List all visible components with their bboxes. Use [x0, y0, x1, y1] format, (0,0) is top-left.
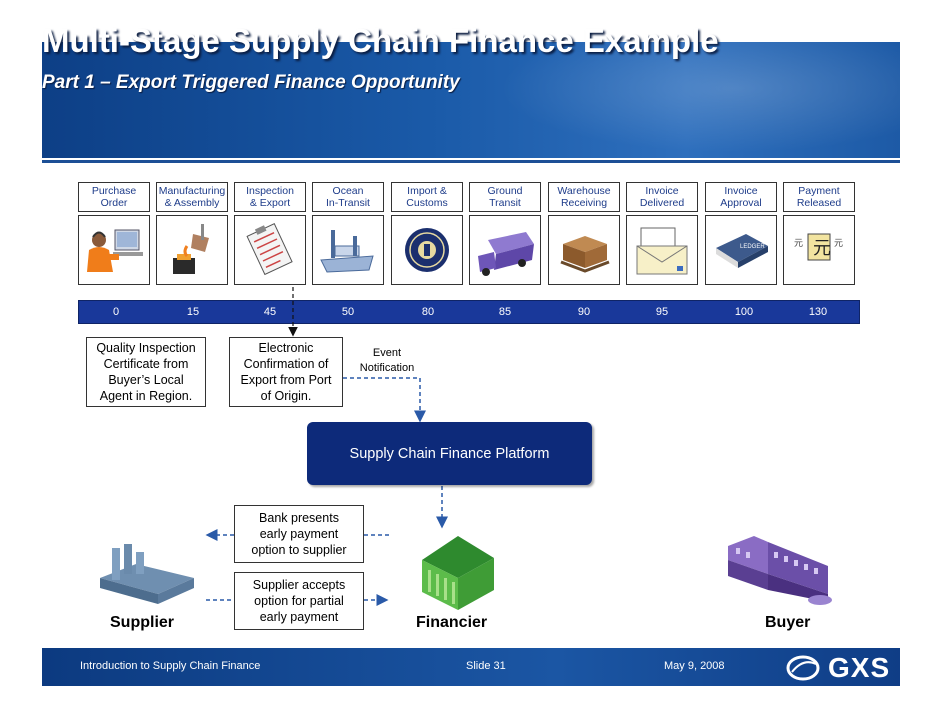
gxs-logo-swirl-icon: [786, 655, 820, 681]
quality-inspection-note: Quality Inspection Certificate from Buye…: [86, 337, 206, 407]
timeline-tick: 130: [808, 306, 828, 318]
slide-subtitle: Part 1 – Export Triggered Finance Opport…: [42, 72, 460, 93]
yuan-coins-icon: 元元元: [783, 215, 855, 285]
ledger-book-icon: LEDGER: [705, 215, 777, 285]
stage-label-invoice-approval: Invoice Approval: [705, 182, 777, 212]
buyer-label: Buyer: [765, 614, 811, 631]
stage-label-import: Import & Customs: [391, 182, 463, 212]
supplier-factory-icon: [100, 544, 194, 604]
call-center-agent-icon: [78, 215, 150, 285]
footer-bar: [42, 648, 900, 686]
title-banner: [42, 42, 900, 158]
stage-label-invoice-delivered: Invoice Delivered: [626, 182, 698, 212]
bank-presents-note: Bank presents early payment option to su…: [234, 505, 364, 563]
supplier-label: Supplier: [110, 614, 175, 631]
envelope-icon: [626, 215, 698, 285]
timeline-tick: 95: [655, 306, 669, 318]
stage-label-ocean: Ocean In-Transit: [312, 182, 384, 212]
world-map-background: [480, 42, 900, 158]
financier-bank-icon: [422, 536, 494, 610]
slide-title: Multi-Stage Supply Chain Finance Example: [42, 22, 719, 59]
clipboard-checklist-icon: [234, 215, 306, 285]
stage-label-purchase-order: Purchase Order: [78, 182, 150, 212]
timeline-tick: 90: [577, 306, 591, 318]
svg-text:LEDGER: LEDGER: [740, 244, 765, 250]
financier-label: Financier: [416, 614, 488, 631]
timeline-tick: 50: [341, 306, 355, 318]
header-divider: [42, 160, 900, 163]
footer-course-title: Introduction to Supply Chain Finance: [80, 660, 261, 672]
timeline-tick: 45: [263, 306, 277, 318]
footer-slide-number: Slide 31: [466, 660, 506, 672]
stage-label-inspection: Inspection & Export: [234, 182, 306, 212]
foundry-ladle-icon: [156, 215, 228, 285]
stage-label-ground: Ground Transit: [469, 182, 541, 212]
timeline-tick: 100: [734, 306, 754, 318]
gxs-logo-text: GXS: [828, 652, 891, 683]
supplier-accepts-note: Supplier accepts option for partial earl…: [234, 572, 364, 630]
stage-label-payment: Payment Released: [783, 182, 855, 212]
buyer-office-building-icon: [728, 536, 832, 605]
timeline-tick: 80: [421, 306, 435, 318]
timeline-tick: 0: [112, 306, 120, 318]
svg-text:元: 元: [834, 239, 843, 249]
truck-icon: [469, 215, 541, 285]
cargo-ship-icon: [312, 215, 384, 285]
customs-seal-icon: [391, 215, 463, 285]
electronic-confirmation-note: Electronic Confirmation of Export from P…: [229, 337, 343, 407]
timeline-tick: 15: [186, 306, 200, 318]
stage-label-warehouse: Warehouse Receiving: [548, 182, 620, 212]
pallet-boxes-icon: [548, 215, 620, 285]
svg-text:元: 元: [813, 238, 831, 259]
footer-date: May 9, 2008: [664, 660, 725, 672]
supply-chain-finance-platform: Supply Chain Finance Platform: [307, 422, 592, 485]
timeline-tick: 85: [498, 306, 512, 318]
timeline-bar: [78, 300, 860, 324]
event-notification-label: Event Notification: [359, 347, 415, 374]
svg-text:元: 元: [794, 239, 803, 249]
stage-label-manufacturing: Manufacturing & Assembly: [156, 182, 228, 212]
